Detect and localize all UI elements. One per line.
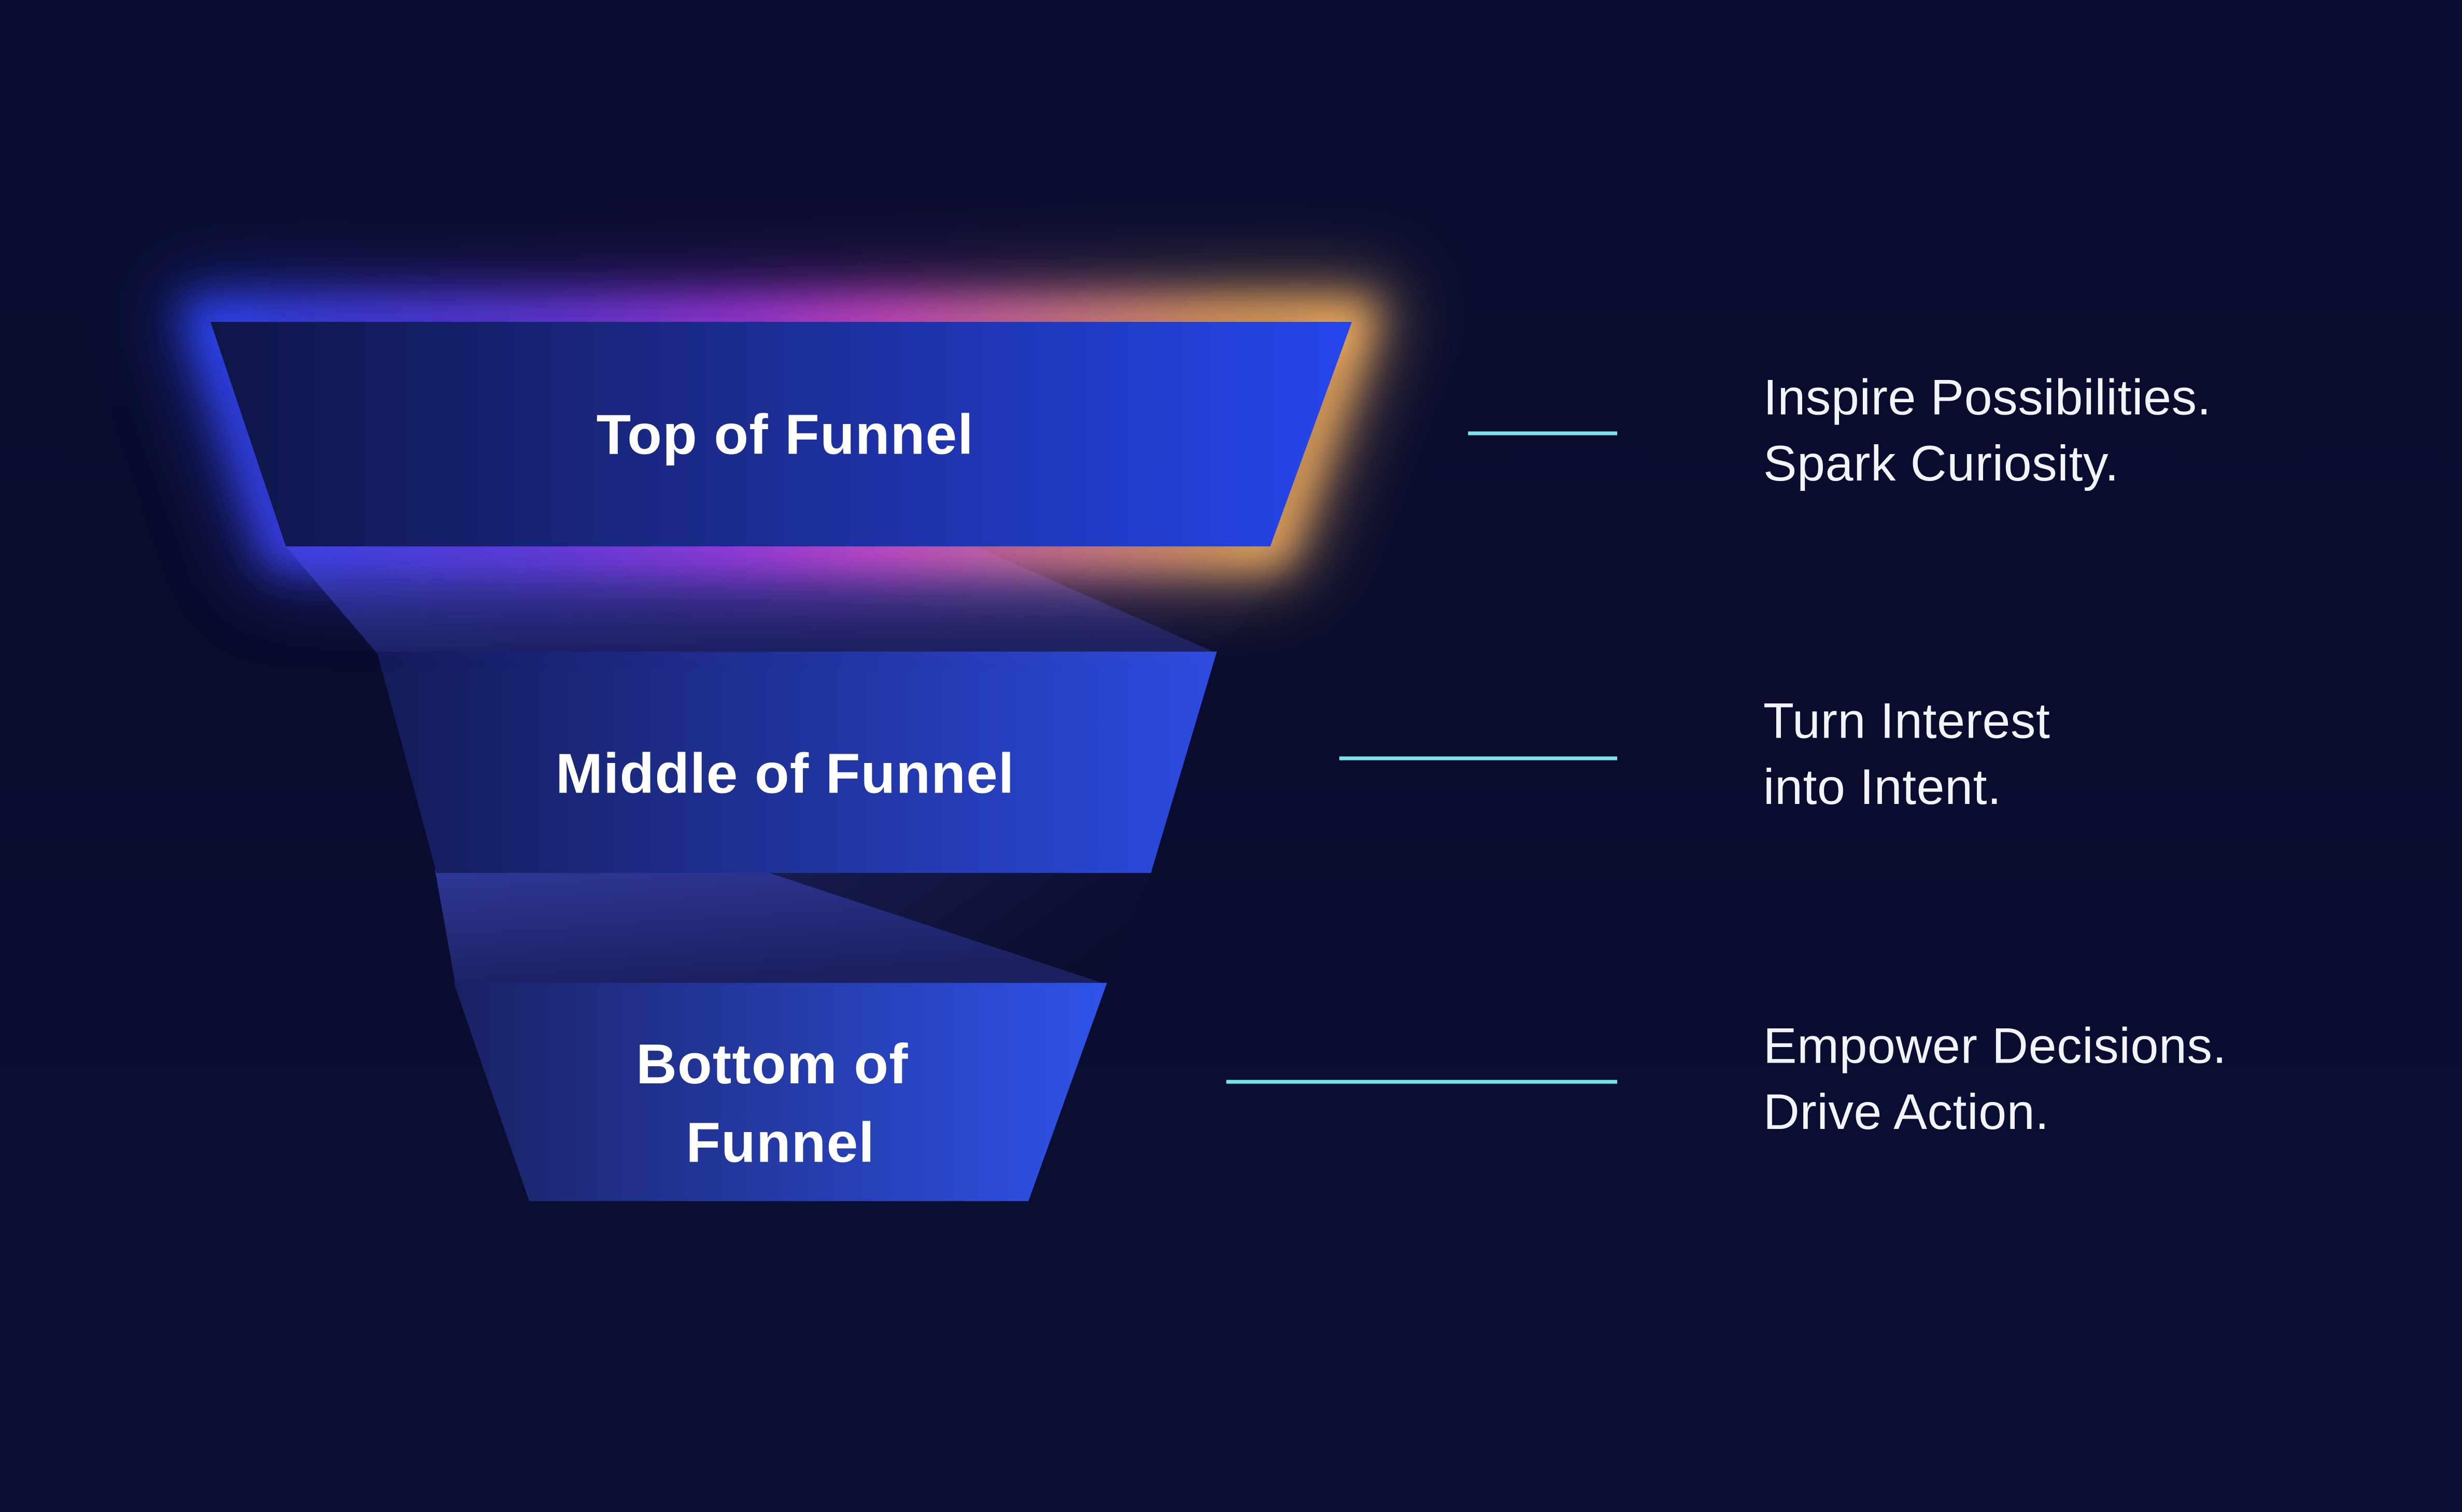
description-bottom-line1: Empower Decisions. (1763, 1018, 2227, 1074)
description-top-line2: Spark Curiosity. (1763, 435, 2119, 491)
funnel-stage-top-shape (210, 321, 1352, 547)
fold-shadow-2 (760, 870, 1151, 985)
description-top: Inspire Possibilities. Spark Curiosity. (1763, 369, 2226, 491)
funnel-stage-top-label: Top of Funnel (597, 403, 974, 466)
funnel-stage-bottom-label-line1: Bottom of (636, 1033, 909, 1096)
funnel-stage-bottom-shape (454, 983, 1107, 1202)
description-bottom-line2: Drive Action. (1763, 1083, 2049, 1140)
funnel-stage-middle-shape (377, 652, 1217, 873)
funnel-stage-middle-label: Middle of Funnel (556, 742, 1014, 806)
fold-ribbon-2 (435, 870, 1107, 985)
funnel-stage-bottom-label-line2: Funnel (686, 1111, 875, 1175)
description-middle-line1: Turn Interest (1763, 693, 2050, 749)
funnel-stage-bottom-label: Bottom of Funnel (636, 1033, 925, 1174)
description-middle-line2: into Intent. (1763, 758, 2002, 815)
description-top-line1: Inspire Possibilities. (1763, 369, 2211, 426)
description-bottom: Empower Decisions. Drive Action. (1763, 1018, 2241, 1140)
description-middle: Turn Interest into Intent. (1763, 693, 2064, 815)
